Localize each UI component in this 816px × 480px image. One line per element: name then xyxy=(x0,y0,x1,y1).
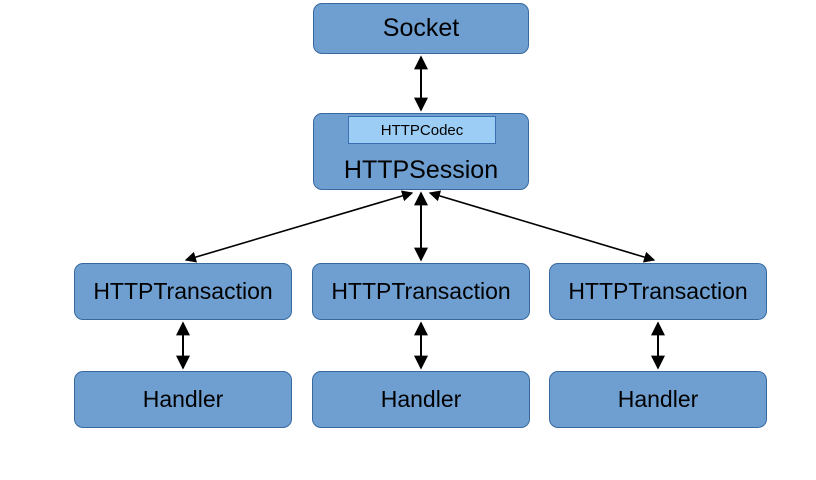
node-httpcodec[interactable]: HTTPCodec xyxy=(348,116,496,144)
node-httptransaction-left-label: HTTPTransaction xyxy=(93,278,273,304)
node-httpcodec-label: HTTPCodec xyxy=(380,121,464,139)
arrow-session-transaction-left xyxy=(184,190,414,263)
node-httpsession-label: HTTPSession xyxy=(343,156,499,184)
node-socket[interactable]: Socket xyxy=(313,3,529,54)
node-handler-right-label: Handler xyxy=(617,386,699,412)
node-handler-left-label: Handler xyxy=(142,386,224,412)
arrow-session-transaction-right xyxy=(428,190,656,263)
node-handler-left[interactable]: Handler xyxy=(74,371,292,428)
node-httptransaction-right-label: HTTPTransaction xyxy=(568,278,748,304)
node-httptransaction-middle[interactable]: HTTPTransaction xyxy=(312,263,530,320)
node-httptransaction-right[interactable]: HTTPTransaction xyxy=(549,263,767,320)
node-httpsession[interactable]: HTTPCodec HTTPSession xyxy=(313,113,529,190)
node-socket-label: Socket xyxy=(382,14,460,42)
node-handler-middle-label: Handler xyxy=(380,386,462,412)
node-handler-right[interactable]: Handler xyxy=(549,371,767,428)
node-httptransaction-middle-label: HTTPTransaction xyxy=(331,278,511,304)
node-httptransaction-left[interactable]: HTTPTransaction xyxy=(74,263,292,320)
node-handler-middle[interactable]: Handler xyxy=(312,371,530,428)
